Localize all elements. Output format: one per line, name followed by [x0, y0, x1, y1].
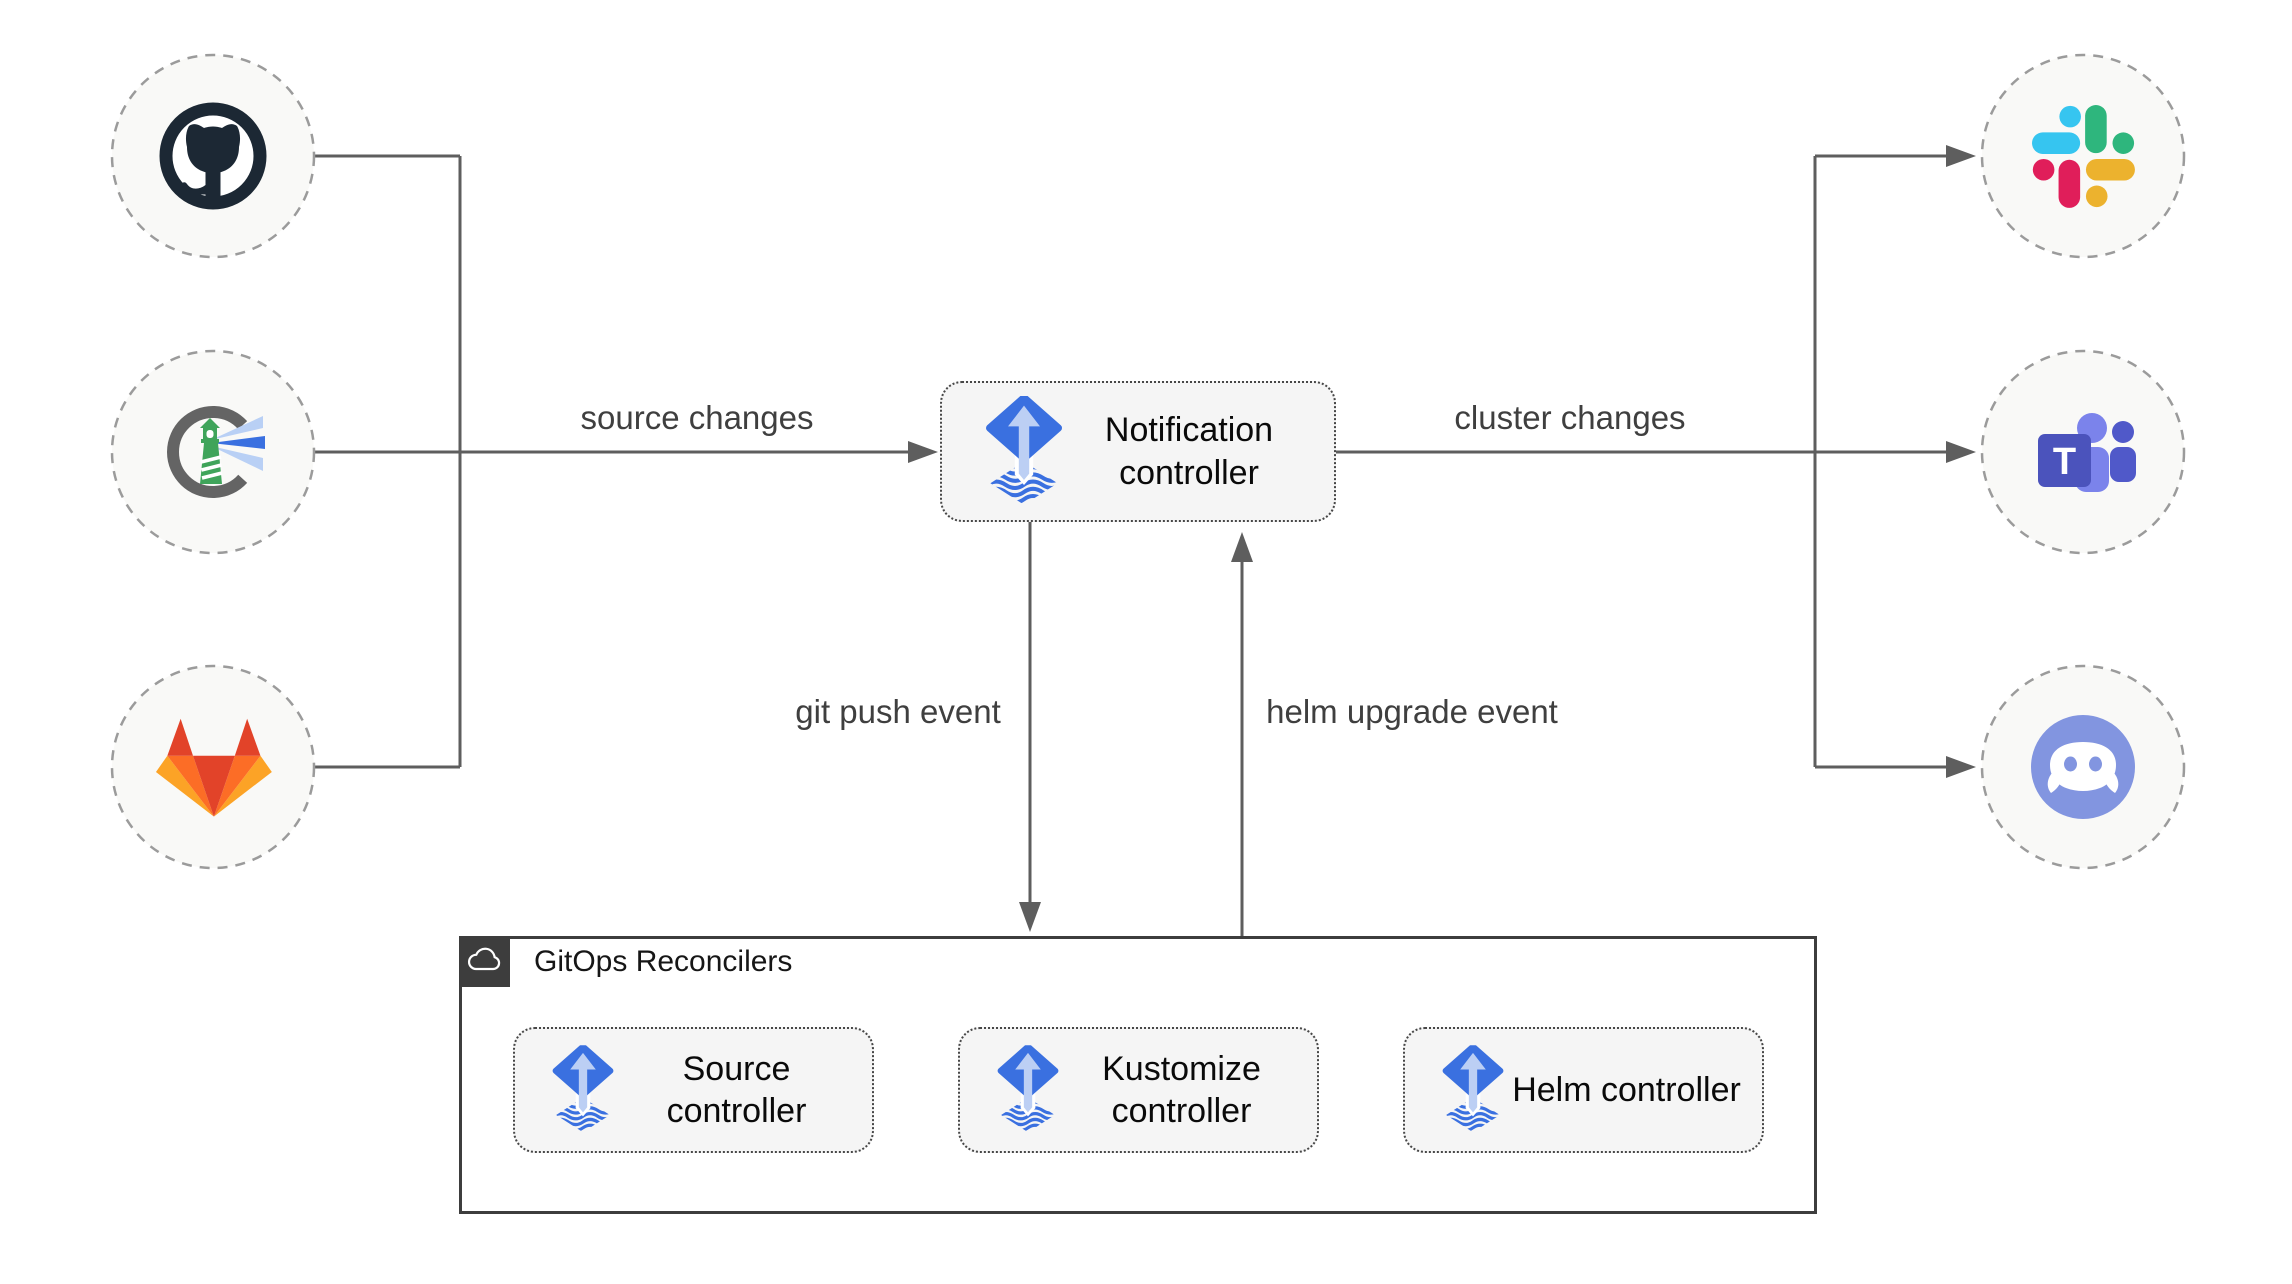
- edge-helm-upgrade-arrowhead: [1231, 532, 1253, 562]
- edge-discord-arrowhead: [1946, 756, 1976, 778]
- endpoint-teams: T: [1978, 347, 2188, 557]
- endpoint-github: [108, 51, 318, 261]
- node-kustomize-controller: Kustomize controller: [958, 1027, 1319, 1153]
- edge-label-source-changes: source changes: [574, 399, 820, 437]
- edge-label-cluster-changes: cluster changes: [1448, 399, 1692, 437]
- node-source-controller: Source controller: [513, 1027, 874, 1153]
- teams-logo-letter: T: [2053, 441, 2076, 483]
- edge-label-helm-upgrade-event: helm upgrade event: [1260, 693, 1564, 731]
- edge-git-push-arrowhead: [1019, 902, 1041, 932]
- node-helm-controller: Helm controller: [1403, 1027, 1764, 1153]
- discord-icon: [2031, 715, 2135, 819]
- endpoint-harbor: [108, 347, 318, 557]
- edge-teams-arrowhead: [1946, 441, 1976, 463]
- node-notification-controller: Notification controller: [940, 381, 1336, 522]
- edge-slack-arrowhead: [1946, 145, 1976, 167]
- cloud-icon: [459, 936, 510, 987]
- endpoint-slack: [1978, 51, 2188, 261]
- harbor-icon: [167, 406, 265, 498]
- slack-icon: [2032, 105, 2135, 208]
- endpoint-discord: [1978, 662, 2188, 872]
- flux-icon: [1441, 1045, 1505, 1135]
- node-label: Kustomize controller: [1102, 1049, 1261, 1131]
- group-header: GitOps Reconcilers: [459, 936, 792, 987]
- group-title: GitOps Reconcilers: [534, 944, 793, 978]
- edge-label-git-push-event: git push event: [789, 693, 1007, 731]
- endpoint-gitlab: [108, 662, 318, 872]
- flux-icon: [551, 1045, 615, 1135]
- gitlab-icon: [155, 718, 272, 817]
- node-label: Helm controller: [1512, 1070, 1741, 1109]
- node-label: Source controller: [666, 1049, 807, 1131]
- flux-icon: [984, 396, 1064, 508]
- node-label: Notification controller: [1104, 411, 1274, 492]
- edge-source-changes-arrowhead: [908, 441, 938, 463]
- flux-icon: [996, 1045, 1060, 1135]
- github-icon: [159, 102, 267, 210]
- microsoft-teams-icon: T: [2038, 413, 2136, 492]
